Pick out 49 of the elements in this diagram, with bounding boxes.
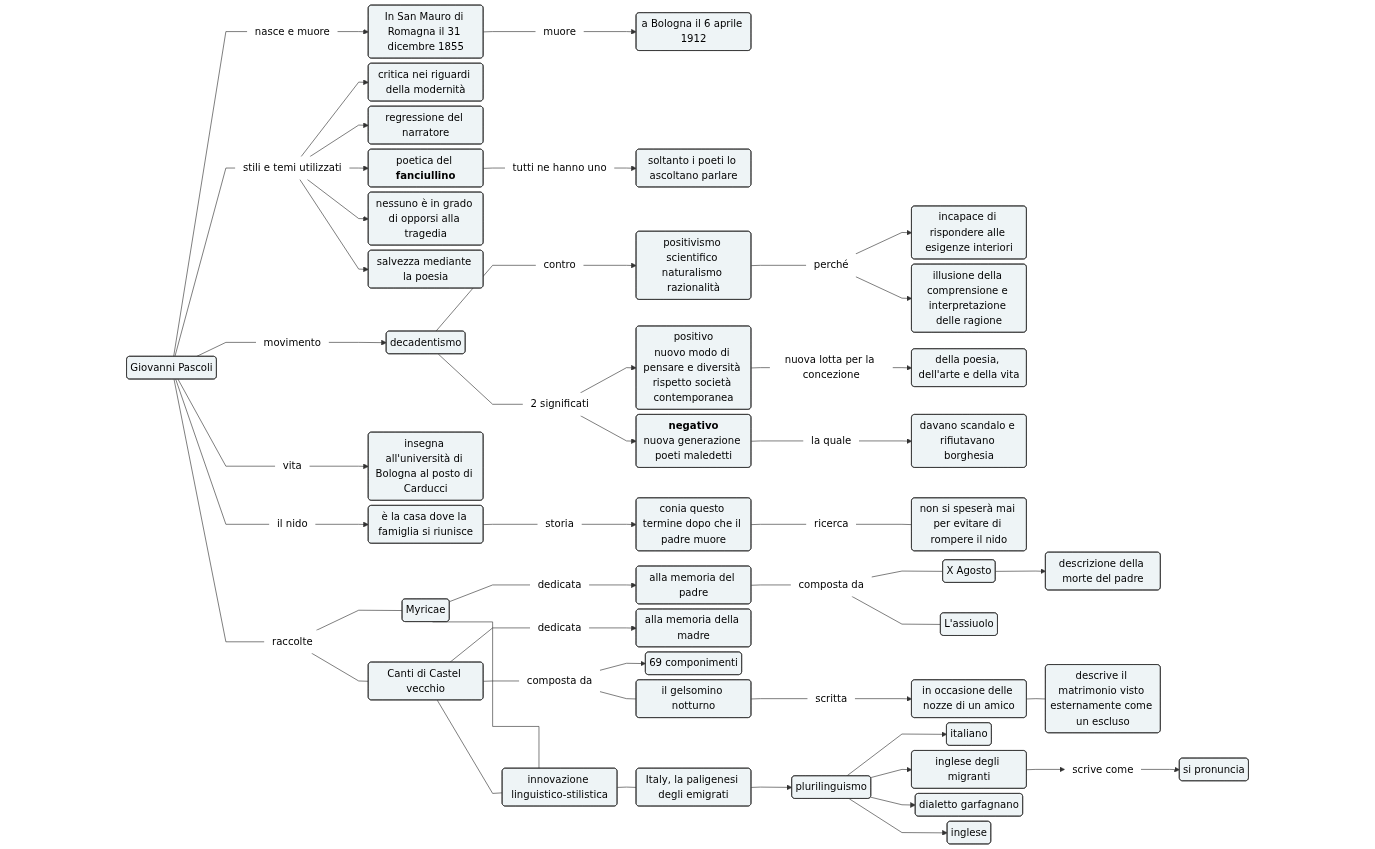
node-text: ricerca	[814, 517, 849, 530]
connector	[751, 584, 792, 586]
node-text: dedicata	[537, 621, 582, 634]
connector	[751, 367, 771, 369]
connector	[175, 379, 270, 525]
node-text: nuova lotta per la concezione	[784, 353, 875, 381]
connector	[1026, 698, 1046, 700]
connector	[177, 379, 276, 467]
node-text: la quale	[811, 434, 852, 447]
node-text: tutti ne hanno uno	[512, 161, 607, 174]
connector	[855, 524, 913, 525]
node-text: movimento	[263, 336, 322, 349]
connector	[851, 596, 941, 625]
connector	[751, 698, 808, 700]
node-text: vita	[282, 459, 302, 472]
node-text: contro	[543, 259, 576, 271]
connector	[599, 691, 637, 700]
node-text: composta da	[798, 578, 864, 591]
node-text: nasce e muore	[254, 25, 330, 38]
node-text: perché	[813, 259, 849, 271]
connector	[617, 786, 637, 788]
connector	[449, 627, 531, 663]
node-text: composta da	[526, 674, 593, 687]
connector	[751, 265, 807, 266]
connector	[173, 31, 248, 357]
connector	[435, 265, 537, 332]
connector	[436, 699, 503, 794]
connector	[871, 570, 944, 578]
connector	[311, 652, 369, 682]
connector	[315, 609, 403, 631]
connector	[751, 524, 807, 525]
node-text: storia	[545, 517, 574, 530]
node-text: dedicata	[537, 578, 582, 591]
connector	[483, 680, 520, 682]
connector	[437, 353, 524, 405]
connector	[483, 31, 537, 33]
node-text: stili e temi utilizzati	[242, 161, 342, 174]
connector	[173, 379, 265, 643]
node-text: raccolte	[271, 635, 313, 648]
node-text: scritta	[815, 692, 848, 705]
node-text: scrive come	[1072, 763, 1134, 776]
connector	[751, 440, 804, 442]
connector	[483, 167, 506, 169]
connector	[174, 167, 236, 357]
node-text: muore	[543, 25, 576, 38]
node-text: 2 significati	[530, 397, 589, 410]
node-text: il nido	[276, 517, 308, 530]
connector	[483, 524, 539, 525]
connector	[449, 584, 531, 602]
